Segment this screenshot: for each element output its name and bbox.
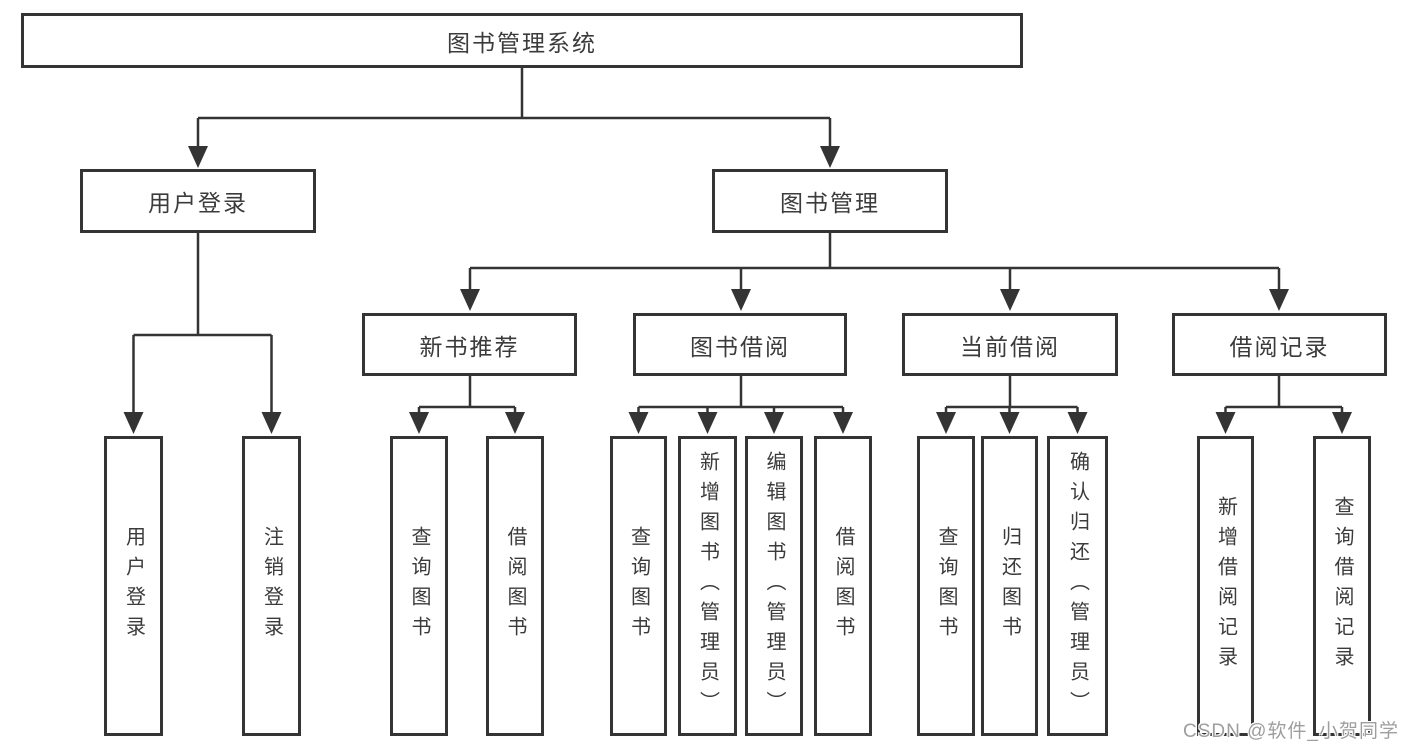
node-book-borrow: 图书借阅 [633, 313, 847, 376]
leaf-logout-label: 注销登录 [260, 526, 283, 646]
watermark: CSDN @软件_小贺同学 [1183, 721, 1399, 742]
node-user-login: 用户登录 [80, 169, 316, 233]
node-current-borrow: 当前借阅 [902, 313, 1118, 376]
node-current-borrow-label: 当前借阅 [960, 333, 1060, 360]
leaf-nbr-query-book: 查询图书 [390, 436, 448, 736]
leaf-cb-query-book-label: 查询图书 [935, 526, 957, 646]
node-book-mgmt: 图书管理 [712, 169, 948, 233]
leaf-cb-return-book-label: 归还图书 [998, 526, 1021, 646]
leaf-user-login: 用户登录 [104, 436, 163, 736]
leaf-br-query-record: 查询借阅记录 [1313, 436, 1371, 736]
node-new-book-rec-label: 新书推荐 [419, 333, 520, 360]
leaf-bb-edit-book-label: 编辑图书（管理员） [763, 451, 785, 721]
node-book-mgmt-label: 图书管理 [780, 190, 880, 216]
leaf-cb-confirm-return-label: 确认归还（管理员） [1066, 451, 1089, 721]
leaf-cb-query-book: 查询图书 [917, 436, 975, 736]
leaf-br-add-record-label: 新增借阅记录 [1214, 496, 1237, 676]
leaf-bb-borrow-book-label: 借阅图书 [832, 526, 854, 646]
node-root-label: 图书管理系统 [447, 29, 597, 56]
node-root: 图书管理系统 [21, 13, 1023, 68]
leaf-cb-return-book: 归还图书 [981, 436, 1038, 736]
node-book-borrow-label: 图书借阅 [690, 333, 790, 360]
leaf-bb-query-book-label: 查询图书 [627, 526, 650, 646]
leaf-logout: 注销登录 [242, 436, 301, 736]
node-new-book-rec: 新书推荐 [362, 313, 577, 376]
arrowheads [123, 146, 1352, 434]
leaf-br-add-record: 新增借阅记录 [1197, 436, 1254, 736]
node-borrow-record-label: 借阅记录 [1229, 333, 1330, 360]
leaf-bb-add-book: 新增图书（管理员） [678, 436, 737, 736]
leaf-br-query-record-label: 查询借阅记录 [1331, 496, 1353, 676]
leaf-user-login-label: 用户登录 [122, 526, 145, 646]
leaf-bb-add-book-label: 新增图书（管理员） [696, 451, 719, 721]
node-borrow-record: 借阅记录 [1172, 313, 1387, 376]
leaf-bb-edit-book: 编辑图书（管理员） [745, 436, 803, 736]
leaf-nbr-borrow-book: 借阅图书 [486, 436, 544, 736]
leaf-bb-borrow-book: 借阅图书 [814, 436, 872, 736]
node-user-login-label: 用户登录 [148, 190, 248, 216]
leaf-bb-query-book: 查询图书 [610, 436, 667, 736]
leaf-nbr-borrow-book-label: 借阅图书 [504, 526, 526, 646]
leaf-nbr-query-book-label: 查询图书 [408, 526, 430, 646]
leaf-cb-confirm-return: 确认归还（管理员） [1047, 436, 1108, 736]
